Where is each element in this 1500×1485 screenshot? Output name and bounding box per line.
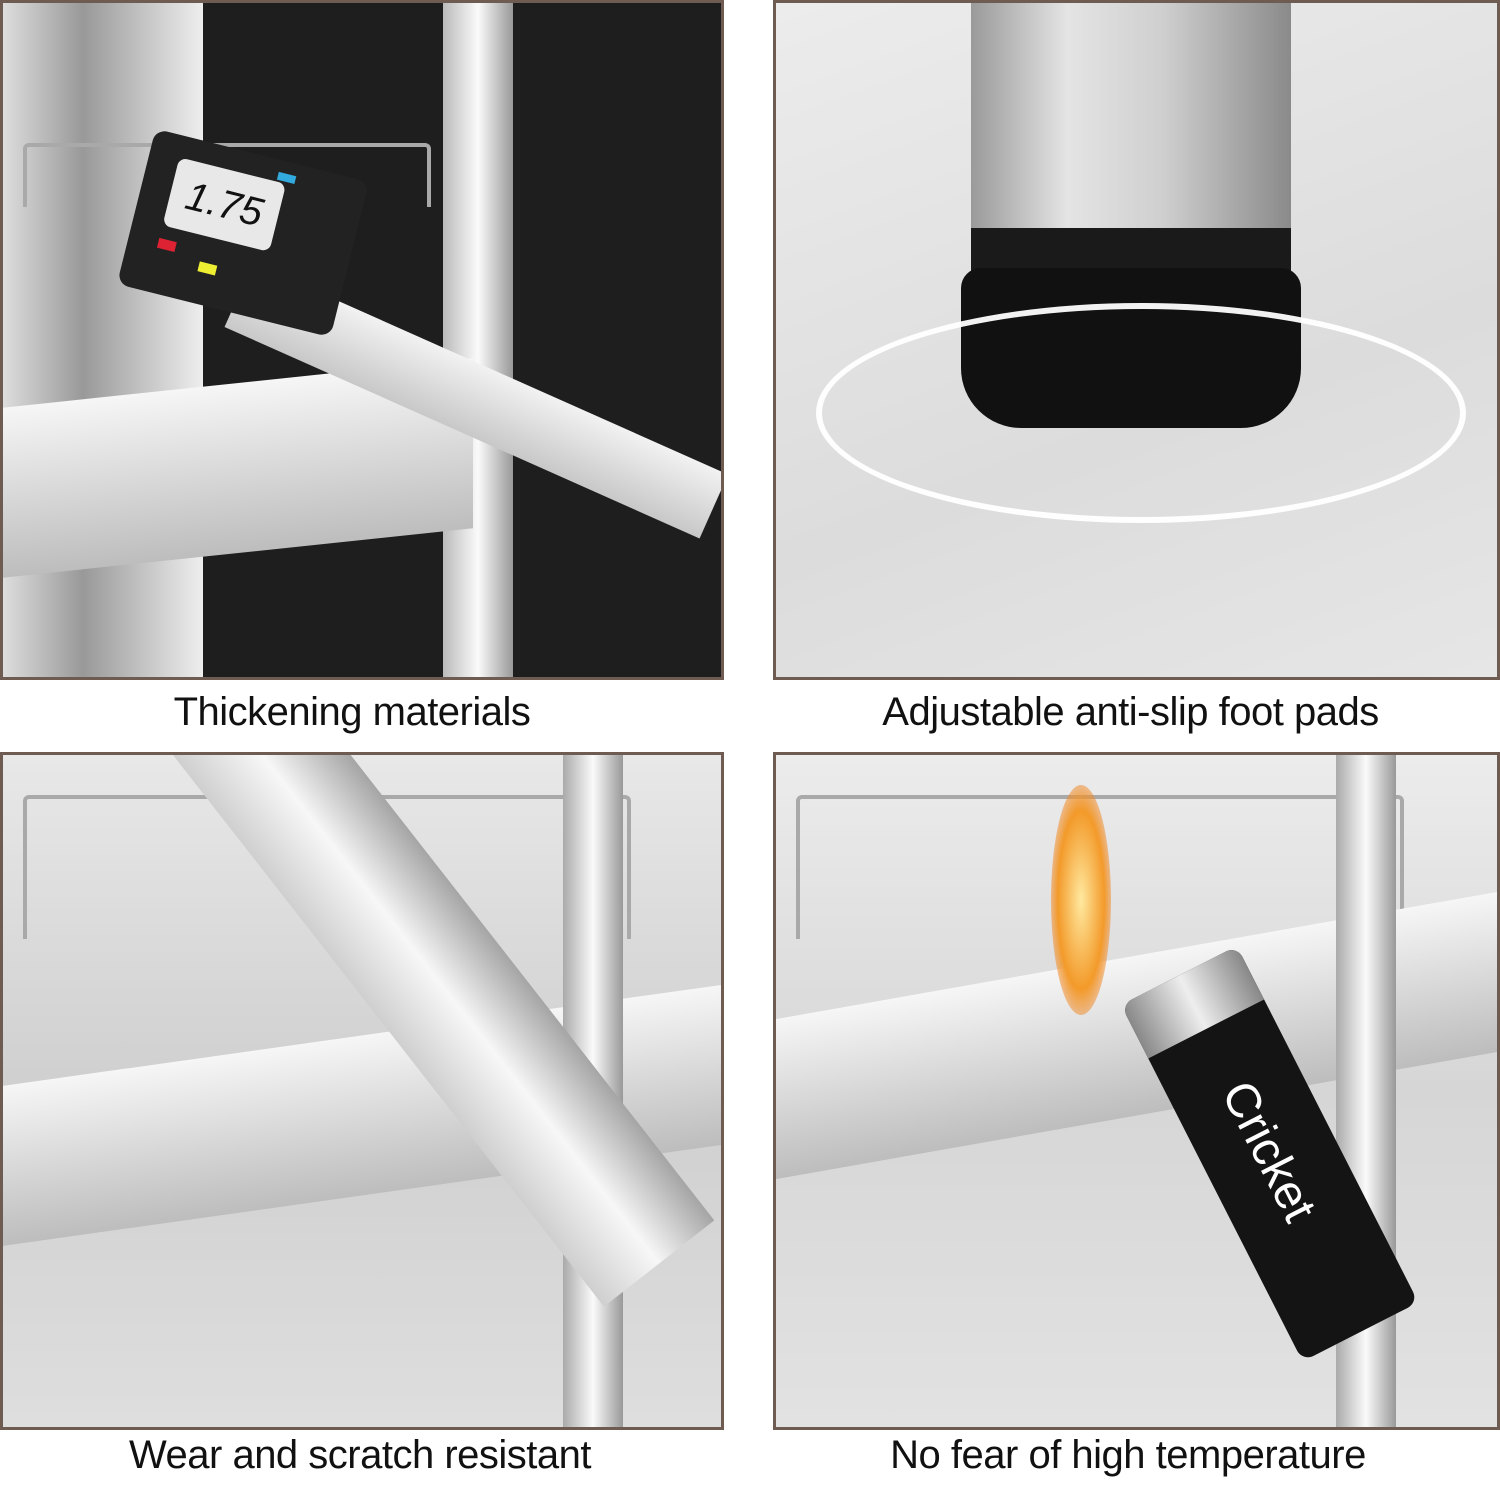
foot-pad-photo xyxy=(773,0,1500,680)
caption-high-temperature: No fear of high temperature xyxy=(890,1433,1366,1477)
thickening-materials-photo: 1.75 xyxy=(0,0,724,680)
caption-thickening-materials: Thickening materials xyxy=(173,690,531,734)
rack-wire xyxy=(23,143,431,207)
caliper-button-yellow xyxy=(197,261,218,276)
rack-post xyxy=(443,3,513,677)
wear-resistant-photo xyxy=(0,752,724,1430)
flame-icon xyxy=(1051,785,1111,1015)
caption-wear-scratch-resistant: Wear and scratch resistant xyxy=(128,1433,592,1477)
rotation-arrow-icon xyxy=(816,303,1466,523)
high-temperature-photo: Cricket xyxy=(773,752,1500,1430)
rack-frame xyxy=(3,3,203,677)
caliper-button-red xyxy=(156,237,177,252)
caption-anti-slip-foot-pads: Adjustable anti-slip foot pads xyxy=(882,690,1379,734)
caliper-display: 1.75 xyxy=(162,157,287,252)
rack-leg xyxy=(971,3,1291,243)
rack-wire xyxy=(796,795,1404,939)
